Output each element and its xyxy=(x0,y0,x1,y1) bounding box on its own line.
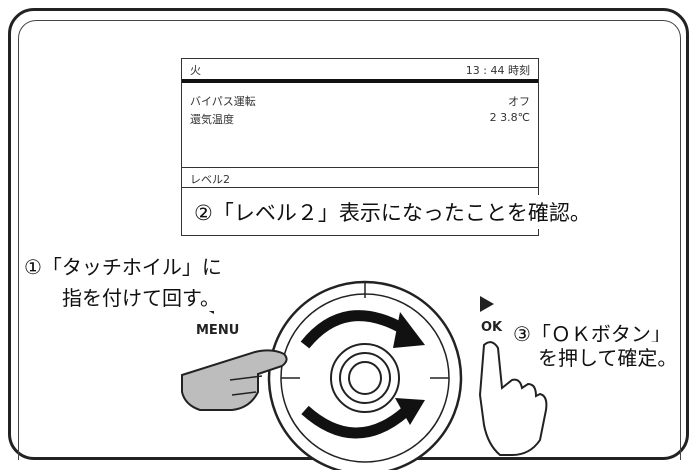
callout-step3-line2: を押して確定。 xyxy=(538,342,678,371)
lcd-row-return-temp: 還気温度 2 3.8℃ xyxy=(190,111,530,127)
lcd-divider xyxy=(182,167,538,168)
right-hand-icon xyxy=(478,341,548,456)
lcd-row-value: 2 3.8℃ xyxy=(489,111,530,124)
lcd-row-bypass: バイパス運転 オフ xyxy=(190,93,530,109)
device-panel xyxy=(18,20,681,460)
callout-step1-line1: ①「タッチホイル」に xyxy=(24,251,222,280)
ok-button-label[interactable]: OK xyxy=(481,320,503,335)
lcd-row-label: バイパス運転 xyxy=(190,95,256,108)
ok-right-arrow-icon[interactable] xyxy=(480,296,494,312)
menu-button-label[interactable]: MENU xyxy=(196,323,240,338)
lcd-day: 火 xyxy=(190,64,201,77)
rotate-arrow-bottom xyxy=(301,405,409,439)
lcd-clock: 13 : 44 時刻 xyxy=(465,64,530,77)
arrowhead-icon xyxy=(395,398,425,425)
rotate-arrow-top xyxy=(300,310,408,349)
lcd-divider xyxy=(182,187,538,188)
center-button-ring xyxy=(348,361,382,395)
finger-line xyxy=(229,375,263,381)
lcd-level: レベル2 xyxy=(190,173,230,186)
finger-line xyxy=(231,391,257,396)
lcd-header: 火 13 : 44 時刻 xyxy=(182,59,538,83)
center-button[interactable] xyxy=(330,343,400,413)
arrowhead-icon xyxy=(393,312,425,348)
lcd-row-value: オフ xyxy=(508,95,530,108)
lcd-row-label: 還気温度 xyxy=(190,113,234,126)
callout-step1-line2: 指を付けて回す。 xyxy=(62,282,220,311)
callout-step2: ②「レベル２」表示になったことを確認。 xyxy=(190,195,595,229)
center-button-ring xyxy=(339,352,391,404)
